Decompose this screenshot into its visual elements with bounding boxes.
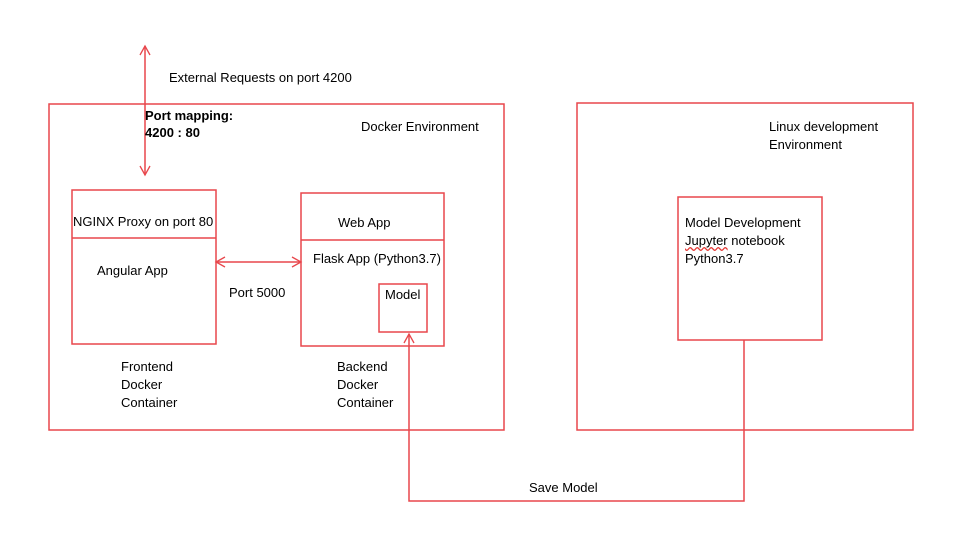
port-mapping-value: 4200 : 80 xyxy=(145,125,200,140)
model-label: Model xyxy=(385,287,421,302)
save-model-arrow xyxy=(403,332,745,502)
frontend-caption-line1: Frontend xyxy=(121,359,174,374)
flask-app-label: Flask App (Python3.7) xyxy=(313,251,441,266)
external-requests-label: External Requests on port 4200 xyxy=(169,70,352,85)
backend-caption-line1: Backend xyxy=(337,359,388,374)
model-development-box xyxy=(677,196,823,341)
port-mapping-title: Port mapping: xyxy=(145,108,234,123)
linux-environment-box xyxy=(576,102,914,431)
docker-environment-label: Docker Environment xyxy=(361,119,479,134)
backend-container-box xyxy=(300,192,445,347)
backend-caption-line3: Container xyxy=(337,395,394,410)
frontend-caption-line2: Docker xyxy=(121,377,163,392)
jupyter-word: Jupyter xyxy=(685,233,728,248)
angular-app-label: Angular App xyxy=(97,263,168,278)
linux-environment-label-line1: Linux development xyxy=(769,119,879,134)
backend-caption-line2: Docker xyxy=(337,377,379,392)
docker-environment-box xyxy=(48,103,505,431)
frontend-caption-line3: Container xyxy=(121,395,178,410)
model-development-label: Model Development xyxy=(685,215,801,230)
model-box xyxy=(378,283,428,333)
jupyter-notebook-label: Jupyter notebook xyxy=(685,232,785,250)
linux-environment-label-line2: Environment xyxy=(769,137,842,152)
web-app-label: Web App xyxy=(338,215,391,230)
port-5000-label: Port 5000 xyxy=(229,285,286,300)
save-model-label: Save Model xyxy=(529,480,598,495)
nginx-proxy-label: NGINX Proxy on port 80 xyxy=(73,214,214,229)
notebook-word: notebook xyxy=(727,233,785,248)
python-version-label: Python3.7 xyxy=(685,251,744,266)
